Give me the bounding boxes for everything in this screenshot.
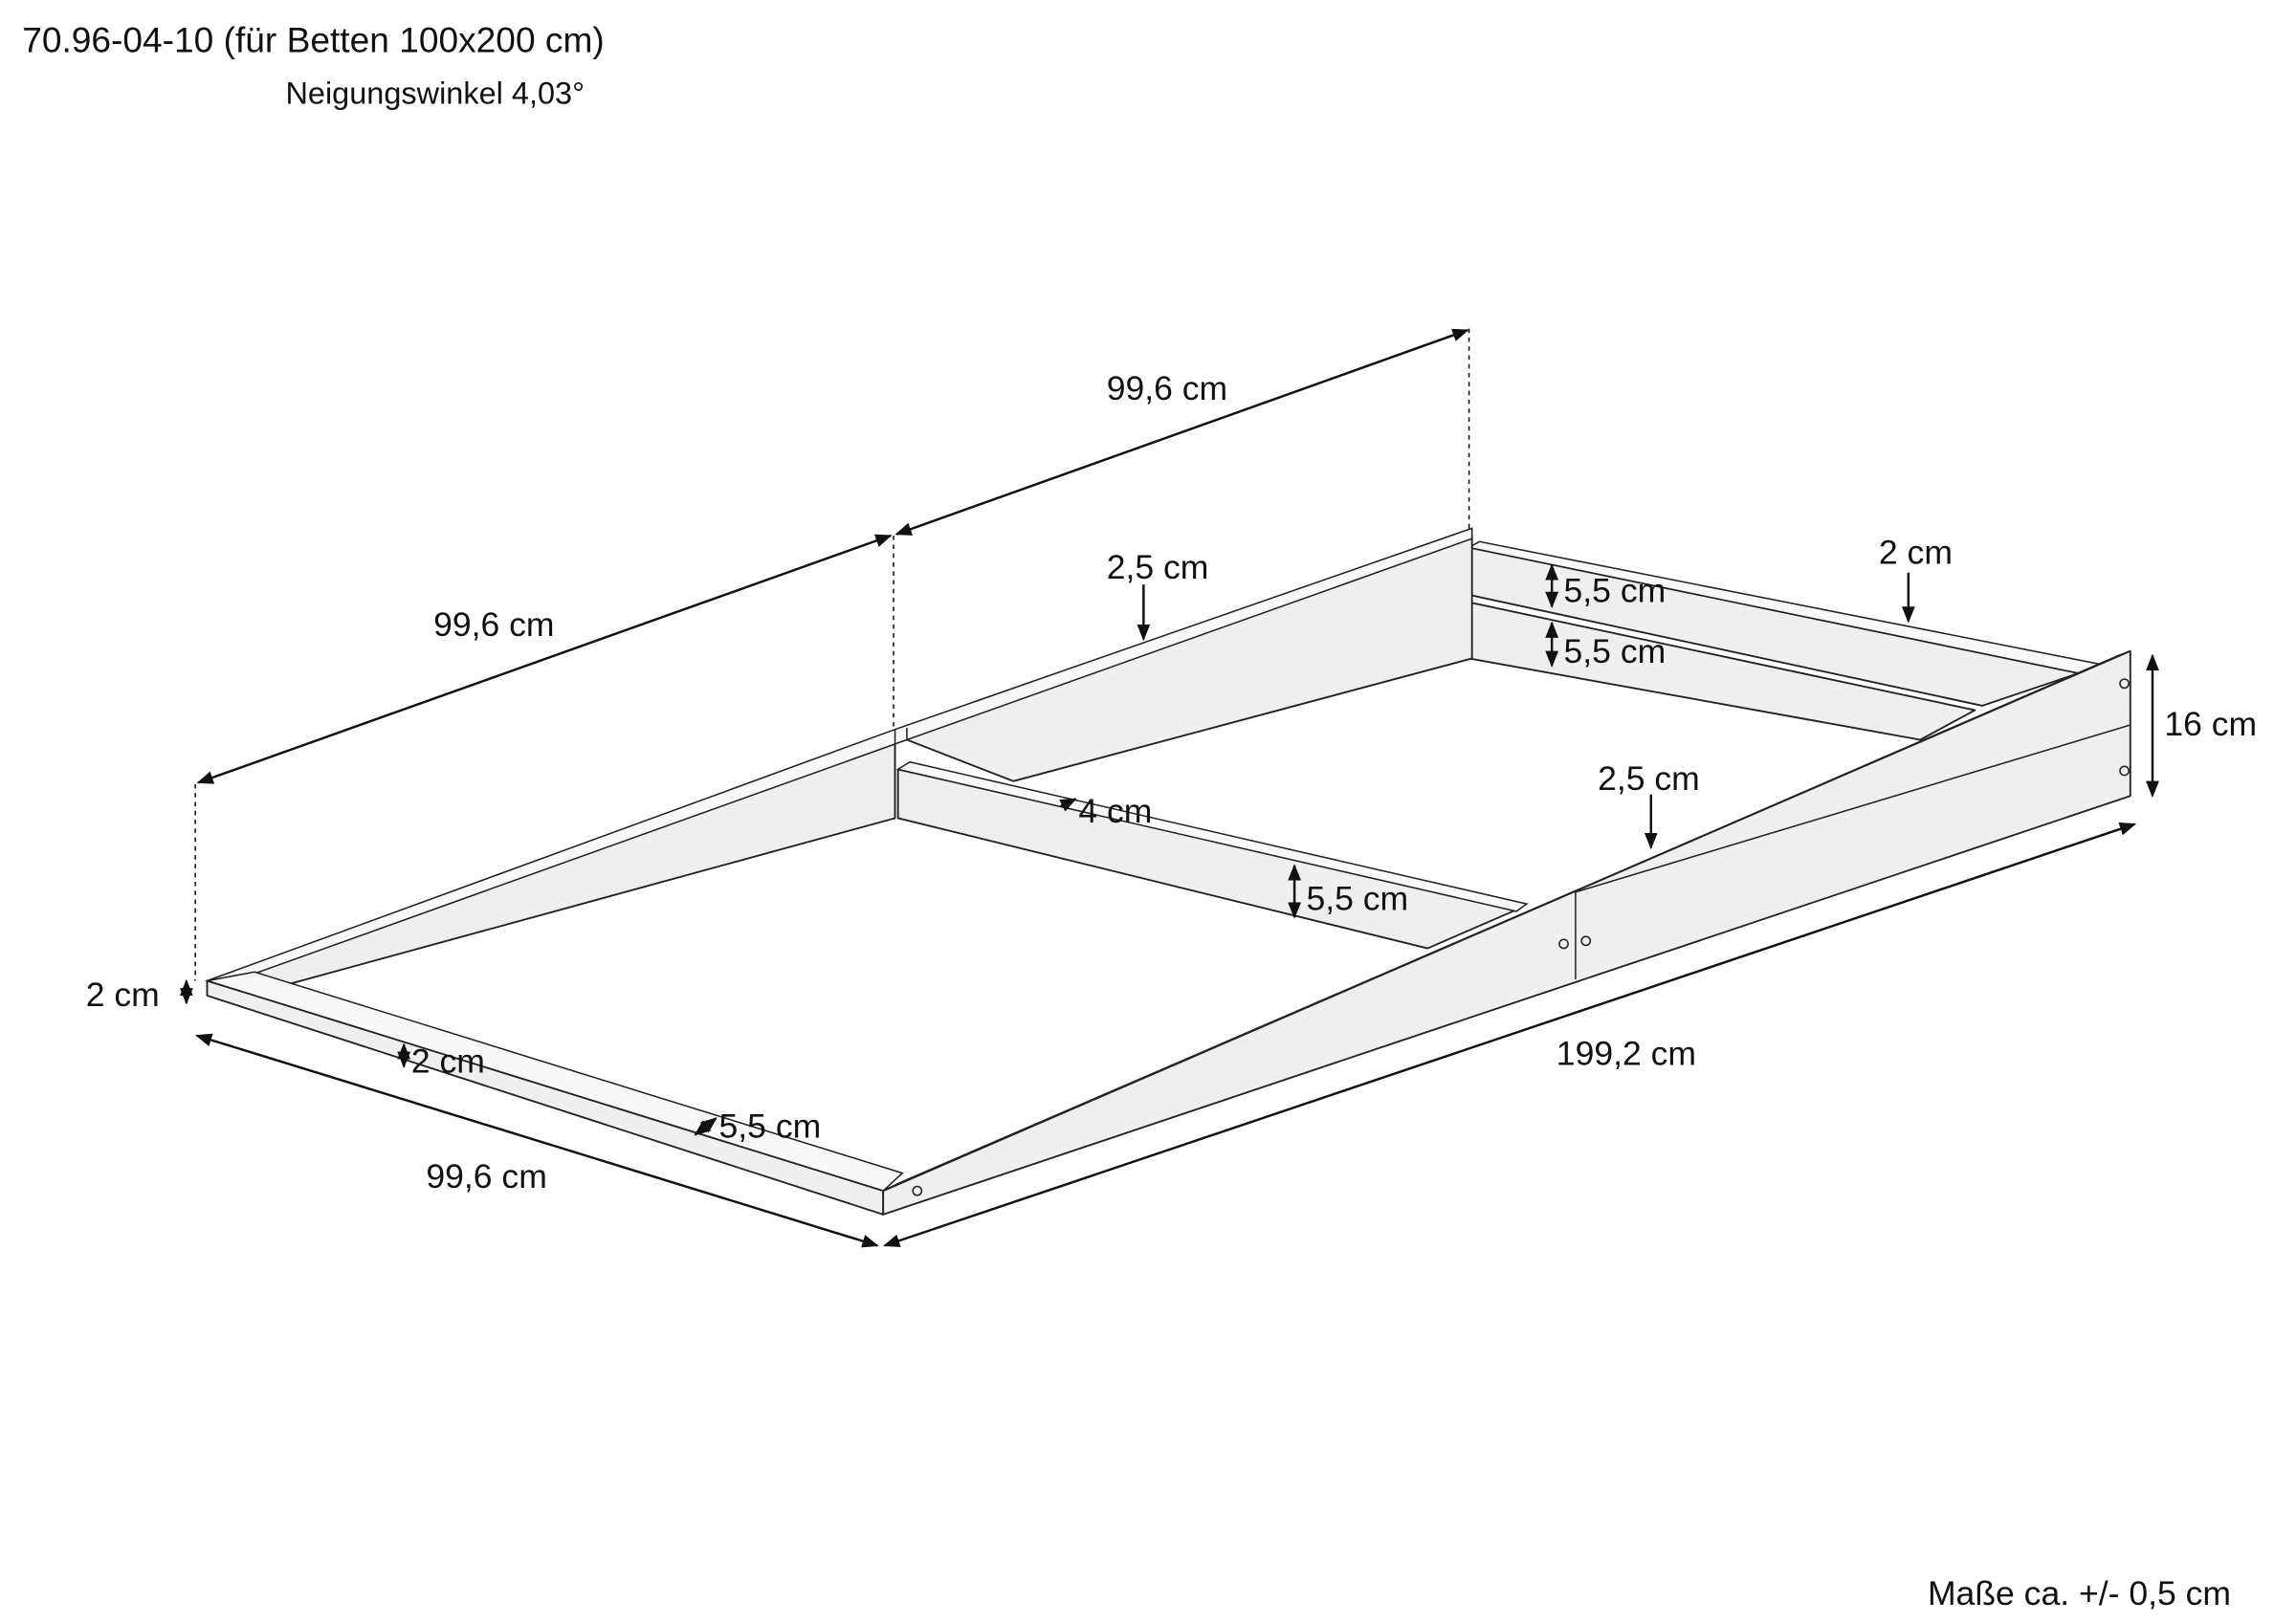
middle-cross-rail	[896, 768, 1517, 950]
dim-back-rail-thickness: 2,5 cm	[1107, 548, 1209, 586]
page-title: 70.96-04-10 (für Betten 100x200 cm)	[22, 19, 605, 59]
tolerance-note: Maße ca. +/- 0,5 cm	[1928, 1574, 2231, 1612]
dim-height: 16 cm	[2164, 705, 2257, 743]
dimension-lines	[179, 328, 2159, 1248]
dim-front-height: 2 cm	[86, 976, 160, 1014]
dim-back-rail-2: 5,5 cm	[1564, 632, 1667, 670]
dim-top-right: 99,6 cm	[1107, 369, 1227, 407]
left-rail-top	[205, 527, 1473, 987]
dim-total-length: 199,2 cm	[1556, 1035, 1696, 1073]
dim-back-slat-thickness: 2 cm	[1879, 533, 1953, 571]
dim-front-width: 99,6 cm	[426, 1157, 546, 1195]
front-rail-top	[207, 971, 904, 1193]
subtitle: Neigungswinkel 4,03°	[285, 77, 585, 111]
dim-front-rail-width: 5,5 cm	[719, 1107, 822, 1145]
dim-right-rail-thickness: 2,5 cm	[1598, 759, 1700, 798]
dim-mid-rail-height: 5,5 cm	[1306, 879, 1408, 917]
dim-mid-rail-depth: 4 cm	[1078, 792, 1152, 830]
dim-top-left: 99,6 cm	[433, 605, 554, 644]
dimension-labels: 99,6 cm 99,6 cm 99,6 cm 199,2 cm 16 cm 2…	[86, 369, 2257, 1195]
dim-front-rail-thickness: 2 cm	[411, 1042, 485, 1080]
dim-back-rail-1: 5,5 cm	[1564, 572, 1667, 610]
